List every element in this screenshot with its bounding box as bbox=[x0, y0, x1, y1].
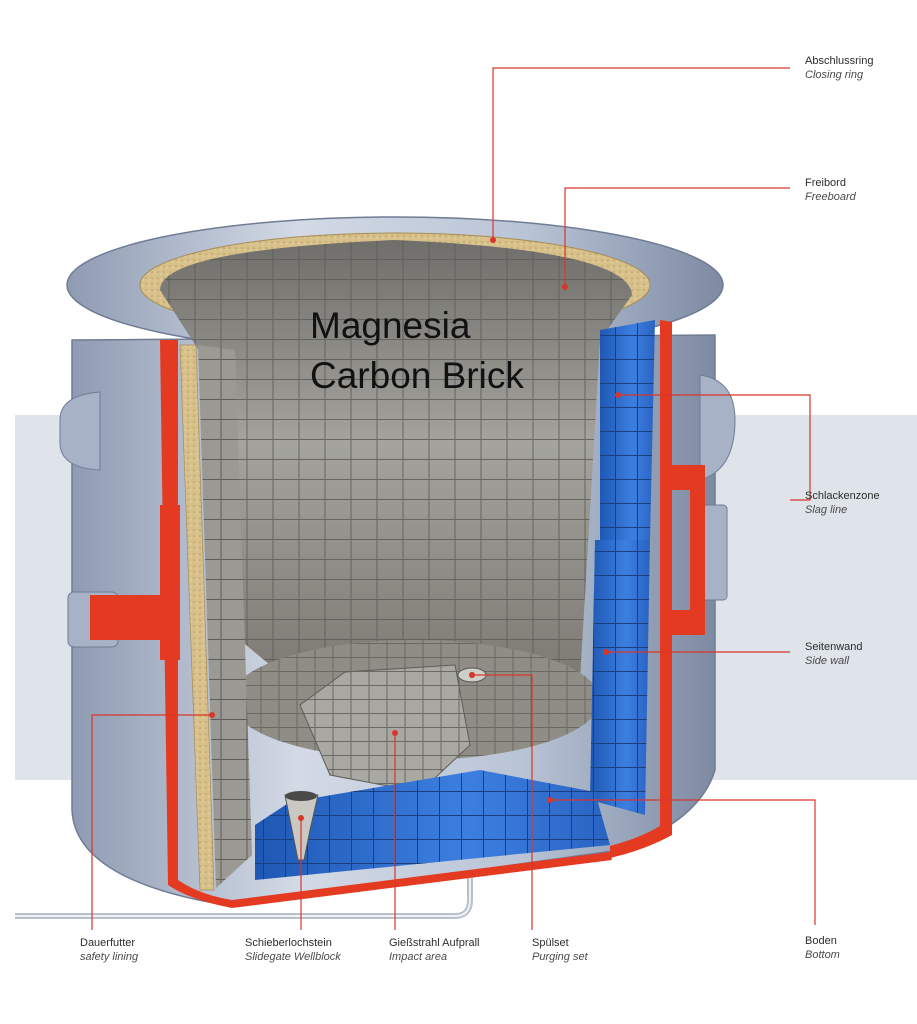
callout-side-wall-de: Seitenwand bbox=[805, 641, 863, 653]
callout-safety-lining: Dauerfutter safety lining bbox=[80, 936, 138, 964]
callout-impact-area-en: Impact area bbox=[389, 951, 448, 963]
leader-safety-lining bbox=[91, 714, 212, 930]
leader-dots bbox=[209, 237, 621, 821]
callout-slag-line-de: Schlackenzone bbox=[805, 490, 880, 502]
overlay-title-line2: Carbon Brick bbox=[310, 355, 524, 396]
leader-slag-line bbox=[618, 394, 811, 501]
shell-ring-right bbox=[699, 374, 736, 481]
leader-freeboard bbox=[564, 187, 790, 285]
callout-purging-set-en: Purging set bbox=[532, 951, 588, 963]
callout-impact-area-de: Gießstrahl Aufprall bbox=[389, 937, 480, 949]
left-permanent-lining bbox=[160, 340, 232, 908]
left-safety-lining bbox=[179, 344, 215, 891]
leader-closing-ring bbox=[492, 67, 790, 238]
callout-side-wall: Seitenwand Side wall bbox=[805, 640, 863, 668]
overlay-title-line1: Magnesia bbox=[310, 305, 471, 346]
callout-safety-lining-en: safety lining bbox=[80, 951, 139, 963]
leader-purging-set bbox=[472, 674, 533, 930]
callout-bottom-en: Bottom bbox=[805, 949, 840, 961]
callout-slidegate-wellblock-de: Schieberlochstein bbox=[245, 937, 332, 949]
leader-lines bbox=[91, 67, 816, 930]
left-outer-red-bracket bbox=[90, 505, 180, 660]
callout-slag-line: Schlackenzone Slag line bbox=[805, 489, 880, 517]
callout-closing-ring-de: Abschlussring bbox=[805, 55, 874, 67]
leader-bottom bbox=[550, 799, 816, 925]
callout-closing-ring-en: Closing ring bbox=[805, 69, 864, 81]
callout-purging-set: Spülset Purging set bbox=[532, 936, 588, 964]
callout-slag-line-en: Slag line bbox=[805, 504, 848, 516]
callout-freeboard-de: Freibord bbox=[805, 177, 846, 189]
callout-bottom-de: Boden bbox=[805, 935, 837, 947]
right-permanent-lining bbox=[610, 320, 672, 858]
callout-slidegate-wellblock: Schieberlochstein Slidegate Wellblock bbox=[245, 936, 341, 964]
callout-impact-area: Gießstrahl Aufprall Impact area bbox=[389, 936, 479, 964]
callout-safety-lining-de: Dauerfutter bbox=[80, 937, 136, 949]
callout-purging-set-de: Spülset bbox=[532, 937, 569, 949]
callout-side-wall-en: Side wall bbox=[805, 655, 850, 667]
callout-freeboard: Freibord Freeboard bbox=[805, 176, 856, 204]
back-wall-bricks bbox=[160, 240, 632, 694]
callout-slidegate-wellblock-en: Slidegate Wellblock bbox=[245, 951, 341, 963]
right-outer-red-bracket bbox=[672, 465, 705, 635]
shell-ring-upper bbox=[59, 391, 101, 471]
callout-freeboard-en: Freeboard bbox=[805, 191, 856, 203]
callout-closing-ring: Abschlussring Closing ring bbox=[805, 54, 873, 82]
bottom-permanent-lining bbox=[232, 852, 612, 908]
callout-bottom: Boden Bottom bbox=[805, 934, 840, 962]
